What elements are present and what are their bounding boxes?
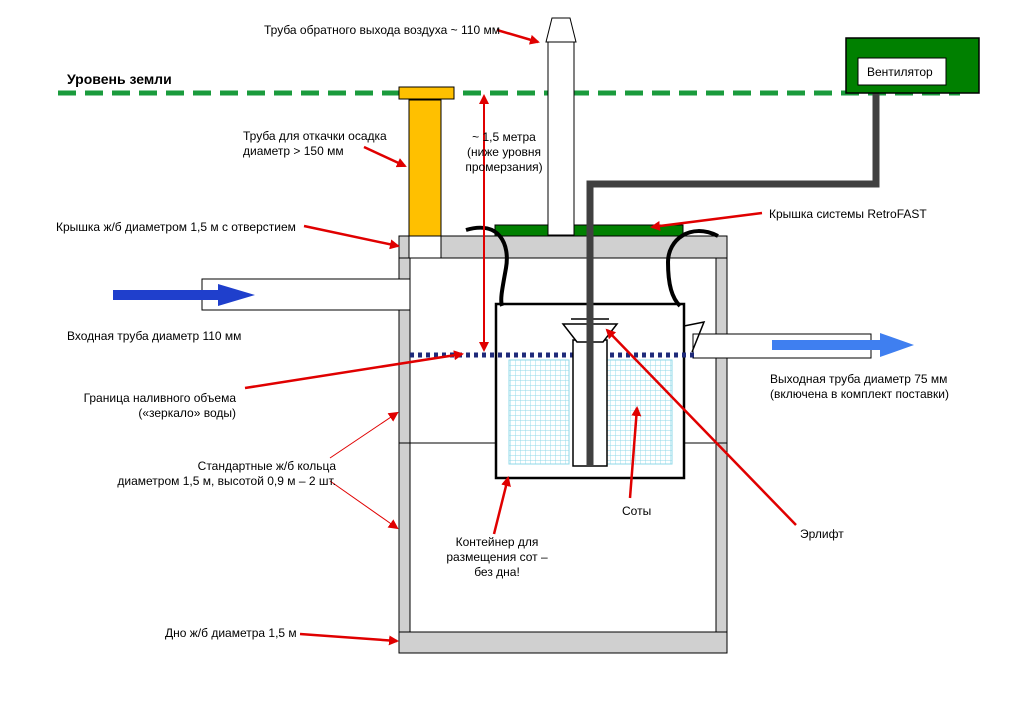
air-return-pipe xyxy=(545,17,577,236)
inlet-arrow xyxy=(113,284,255,306)
depth-label-2: (ниже уровня xyxy=(467,145,541,159)
honeycomb-right xyxy=(606,359,673,465)
callout-arrows xyxy=(244,28,797,646)
container-label-3: без дна! xyxy=(474,565,520,579)
container-label-1: Контейнер для xyxy=(456,535,539,549)
honeycomb-label: Соты xyxy=(622,504,651,518)
ring-callout-arrows xyxy=(329,411,399,530)
rings-label-1: Стандартные ж/б кольца xyxy=(198,459,337,473)
ventilator-label-box xyxy=(857,57,947,86)
cover-rc-label: Крышка ж/б диаметром 1,5 м с отверстием xyxy=(56,220,296,234)
sludge-pipe-label-1: Труба для откачки осадка xyxy=(243,129,387,143)
air-pipe-label: Труба обратного выхода воздуха ~ 110 мм xyxy=(264,23,500,37)
cover-retrofast-label: Крышка системы RetroFAST xyxy=(769,207,927,221)
outlet-arrow xyxy=(772,333,914,357)
depth-label-3: промерзания) xyxy=(465,160,542,174)
bottom-rc-label: Дно ж/б диаметра 1,5 м xyxy=(165,626,297,640)
honeycomb-left xyxy=(508,359,570,465)
ventilator-label: Вентилятор xyxy=(867,65,933,79)
outlet-pipe-label-1: Выходная труба диаметр 75 мм xyxy=(770,372,947,386)
outlet-pipe-label-2: (включена в комплект поставки) xyxy=(770,387,949,401)
depth-label-1: ~ 1,5 метра xyxy=(472,130,536,144)
ground-level-label: Уровень земли xyxy=(67,71,172,87)
sludge-pipe-label-2: диаметр > 150 мм xyxy=(243,144,344,158)
fill-boundary-label-1: Граница наливного объема xyxy=(84,391,237,405)
airlift-label: Эрлифт xyxy=(800,527,844,541)
hose-right xyxy=(665,229,719,308)
inlet-pipe-label: Входная труба диаметр 110 мм xyxy=(67,329,241,343)
fill-boundary-label-2: («зеркало» воды) xyxy=(138,406,236,420)
sludge-pipe xyxy=(398,86,455,259)
rings-label-2: диаметром 1,5 м, высотой 0,9 м – 2 шт. xyxy=(117,474,336,488)
air-hose xyxy=(586,92,880,466)
container-label-2: размещения сот – xyxy=(446,550,548,564)
